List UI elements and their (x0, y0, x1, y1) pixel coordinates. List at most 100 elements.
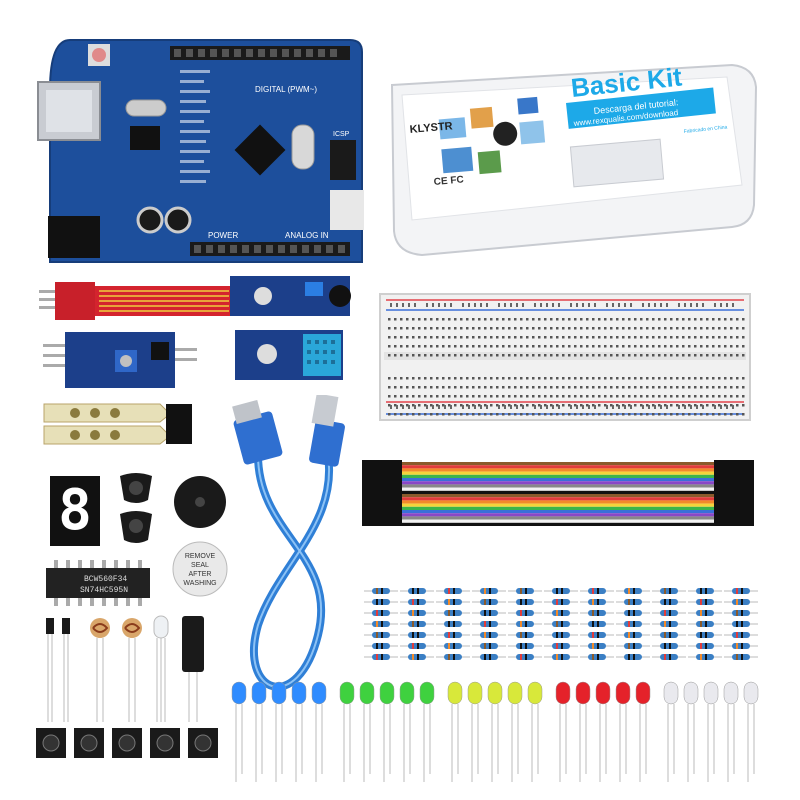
led-green (419, 681, 435, 782)
breadboard-holes (388, 303, 745, 416)
resistor (472, 610, 506, 616)
led-red (615, 681, 631, 782)
resistor (364, 599, 398, 605)
led-green (339, 681, 355, 782)
sensor-modules (39, 276, 351, 388)
resistor (436, 621, 470, 627)
led-yellow (467, 681, 483, 782)
led-green (379, 681, 395, 782)
led-red (595, 681, 611, 782)
resistor (508, 632, 542, 638)
resistor (580, 588, 614, 594)
resistor (436, 632, 470, 638)
resistor (400, 643, 434, 649)
thermistors (46, 618, 70, 722)
resistor (580, 654, 614, 660)
label-digital: DIGITAL (PWM~) (255, 85, 317, 94)
resistor (544, 621, 578, 627)
resistor (508, 643, 542, 649)
resistor (472, 621, 506, 627)
resistor (688, 610, 722, 616)
resistor (364, 632, 398, 638)
power-jack (48, 216, 100, 258)
usb-cable (232, 395, 345, 691)
led-red (635, 681, 651, 782)
resistor (616, 632, 650, 638)
resistor (400, 654, 434, 660)
led-red (575, 681, 591, 782)
resistor (472, 588, 506, 594)
buzzer-sticker-1: REMOVE (185, 553, 216, 560)
kit-storage-box: KLYSTR Basic Kit Descarga del tutorial: … (390, 61, 758, 257)
usb-b-connector (233, 411, 283, 465)
resistor (400, 599, 434, 605)
label-analog: ANALOG IN (285, 231, 329, 240)
resistor (544, 643, 578, 649)
resistor (436, 643, 470, 649)
led-yellow (527, 681, 543, 782)
seven-segment-display: 8 (50, 476, 100, 546)
resistor (364, 621, 398, 627)
leds (231, 681, 759, 782)
resistor (364, 643, 398, 649)
resistor (508, 610, 542, 616)
resistor (472, 599, 506, 605)
resistor (688, 643, 722, 649)
servo-horns (120, 473, 152, 543)
resistor (544, 654, 578, 660)
resistor (400, 621, 434, 627)
resistor (436, 610, 470, 616)
resistor (616, 588, 650, 594)
label-icsp: ICSP (333, 131, 350, 138)
resistor (652, 610, 686, 616)
box-certs: CE FC (433, 174, 464, 188)
led-white (663, 681, 679, 782)
sound-sensor-module (230, 276, 351, 316)
rgb-led (153, 615, 169, 722)
push-button (74, 728, 104, 758)
led-white (683, 681, 699, 782)
push-button (188, 728, 218, 758)
push-button (36, 728, 66, 758)
photoresistors (90, 618, 142, 722)
resistor (472, 654, 506, 660)
resistor (652, 621, 686, 627)
resistor (436, 654, 470, 660)
passive-buzzer: REMOVE SEAL AFTER WASHING (172, 541, 228, 597)
resistor (724, 621, 758, 627)
resistor (652, 588, 686, 594)
led-yellow (487, 681, 503, 782)
buzzer-sticker-3: AFTER (189, 571, 212, 578)
led-blue (311, 681, 327, 782)
arduino-uno-board: DIGITAL (PWM~) POWER ANALOG IN ICSP (37, 39, 364, 263)
resistor (616, 599, 650, 605)
small-components (46, 615, 204, 722)
led-white (703, 681, 719, 782)
resistor (724, 654, 758, 660)
jumper-wires (362, 460, 754, 526)
led-white (723, 681, 739, 782)
led-red (555, 681, 571, 782)
resistor (724, 588, 758, 594)
resistor (580, 610, 614, 616)
resistor (652, 599, 686, 605)
push-button (112, 728, 142, 758)
resistor (616, 654, 650, 660)
resistor (436, 599, 470, 605)
buzzer-sticker-2: SEAL (191, 562, 209, 569)
led-green (399, 681, 415, 782)
buzzer-sticker-4: WASHING (183, 580, 216, 587)
resistor (544, 610, 578, 616)
resistor (508, 599, 542, 605)
ic-line2: SN74HC595N (80, 586, 128, 595)
led-white (743, 681, 759, 782)
led-blue (271, 681, 287, 782)
resistor (508, 588, 542, 594)
resistor (436, 588, 470, 594)
resistor (724, 643, 758, 649)
resistor (580, 621, 614, 627)
led-yellow (447, 681, 463, 782)
resistor (364, 610, 398, 616)
resistor (688, 621, 722, 627)
resistor (400, 632, 434, 638)
